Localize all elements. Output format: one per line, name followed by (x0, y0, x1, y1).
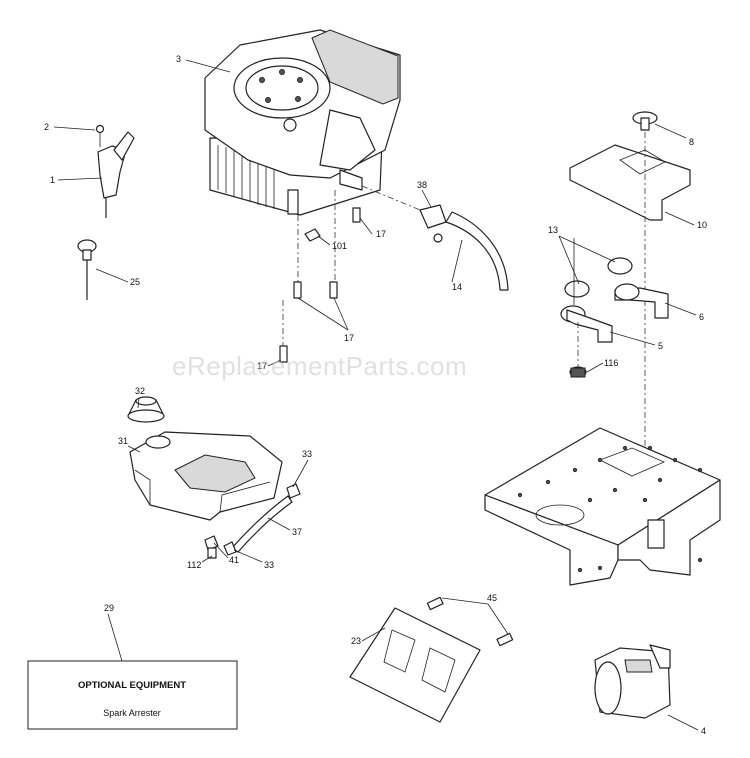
callout-31: 31 (118, 436, 128, 446)
callout-116: 116 (604, 358, 618, 368)
leader-lines (53, 59, 699, 731)
callout-25: 25 (130, 277, 140, 287)
dipstick (77, 239, 97, 300)
callout-41: 41 (229, 555, 239, 565)
spark-arrester-label: Spark Arrester (103, 708, 161, 718)
callout-23: 23 (351, 636, 361, 646)
exhaust-pipes (560, 257, 669, 378)
callout-33: 33 (302, 449, 312, 459)
callout-38: 38 (417, 180, 427, 190)
callout-5: 5 (658, 341, 663, 351)
callout-32: 32 (135, 386, 145, 396)
callout-10: 10 (697, 220, 707, 230)
muffler (594, 644, 671, 719)
callout-29: 29 (104, 603, 114, 613)
fuel-cap (127, 396, 165, 423)
callout-45: 45 (487, 593, 497, 603)
fuel-filter (361, 185, 509, 291)
muffler-bracket (349, 596, 514, 723)
callout-101: 101 (332, 241, 347, 251)
optional-equipment-title: OPTIONAL EQUIPMENT (78, 680, 186, 691)
callout-13: 13 (548, 225, 558, 235)
frame (484, 427, 721, 586)
callout-17: 17 (257, 361, 267, 371)
callout-8: 8 (689, 137, 694, 147)
callout-17: 17 (344, 333, 354, 343)
callout-3: 3 (176, 54, 181, 64)
engine-bolts (279, 190, 361, 363)
callout-1: 1 (50, 175, 55, 185)
callout-4: 4 (701, 726, 706, 736)
callout-14: 14 (452, 282, 462, 292)
callout-37: 37 (292, 527, 302, 537)
callout-labels: 3 2 1 25 101 17 17 17 38 14 8 10 13 6 5 … (44, 54, 707, 736)
callout-17: 17 (376, 229, 386, 239)
callout-6: 6 (699, 312, 704, 322)
watermark: eReplacementParts.com (172, 351, 467, 381)
fuel-line-tank (204, 483, 301, 559)
fuel-tank (129, 431, 283, 521)
engine (204, 29, 401, 216)
callout-2: 2 (44, 122, 49, 132)
callout-112: 112 (187, 560, 201, 570)
throttle-control (95, 124, 135, 218)
callout-33: 33 (264, 560, 274, 570)
optional-equipment-box: OPTIONAL EQUIPMENT Spark Arrester (27, 660, 238, 730)
